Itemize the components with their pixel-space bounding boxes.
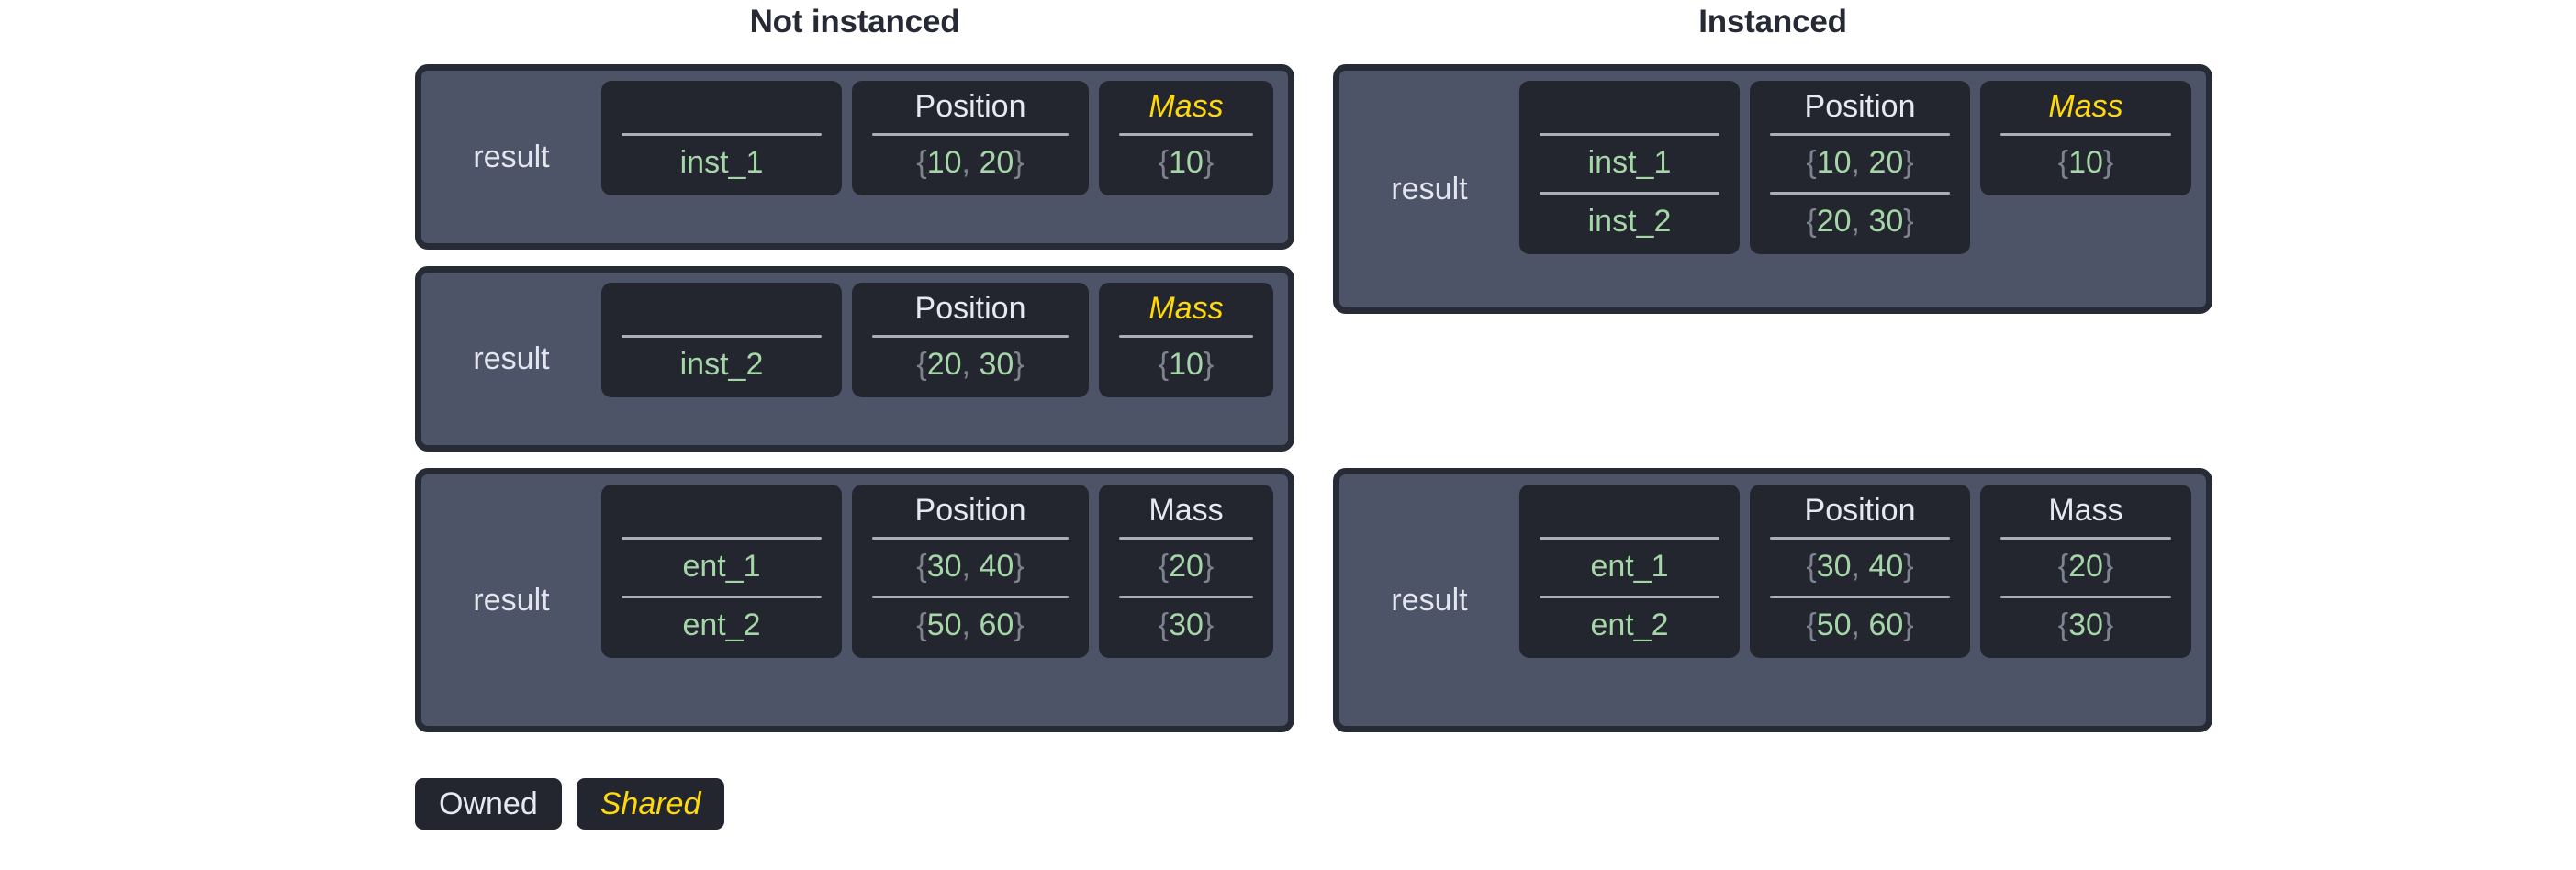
row-separator [2000,596,2171,598]
column-header: Mass [1148,291,1224,326]
cell-value: inst_1 [1587,145,1672,180]
column-header: Mass [1148,89,1224,124]
legend-chip-owned: Owned [415,778,562,830]
row-separator [2000,537,2171,540]
row-separator [1770,537,1950,540]
entity-name-column: inst_2 [601,283,842,397]
mass-column: Mass {20} {30} [1980,485,2191,658]
cell-value: {30, 40} [916,549,1025,584]
cell-value: ent_1 [1590,549,1669,584]
columns-group: inst_1 Position {10, 20} Mass {10} [601,71,1283,243]
row-separator [1119,596,1253,598]
cell-value: ent_2 [682,608,761,642]
cell-value: {10} [1158,347,1215,382]
column-header: Position [1804,493,1916,528]
cell-value: {20} [1158,549,1215,584]
entity-name-column: inst_1 inst_2 [1519,81,1740,254]
entity-name-column: ent_1 ent_2 [1519,485,1740,658]
row-separator [622,596,822,598]
cell-value: inst_1 [679,145,764,180]
legend: Owned Shared [415,778,725,830]
cell-value: {30, 40} [1806,549,1914,584]
result-table: result inst_1 inst_2 Position {10, 20} {20, … [1333,64,2212,314]
column-title-instanced: Instanced [1698,3,1847,39]
row-separator [1770,596,1950,598]
row-separator [1540,133,1719,136]
column-header: Position [914,291,1026,326]
cell-value: {50, 60} [916,608,1025,642]
columns-group: inst_1 inst_2 Position {10, 20} {20, 30} Mass… [1519,71,2201,307]
table-label: result [1391,582,1468,618]
columns-group: inst_2 Position {20, 30} Mass {10} [601,273,1283,445]
table-label: result [473,582,550,618]
cell-value: {30} [1158,608,1215,642]
column-header: Mass [1148,493,1224,528]
result-table: result ent_1 ent_2 Position {30, 40} {50, 60… [1333,468,2212,732]
row-separator [622,335,822,338]
column-title-not-instanced: Not instanced [749,3,960,39]
mass-column: Mass {10} [1099,81,1273,195]
column-header: Mass [2048,89,2123,124]
entity-name-column: inst_1 [601,81,842,195]
column-header: Position [914,493,1026,528]
row-separator [1119,537,1253,540]
cell-value: {20, 30} [1806,204,1914,239]
row-separator [1540,537,1719,540]
row-separator [622,133,822,136]
table-label: result [1391,171,1468,206]
position-column: Position {10, 20} [852,81,1089,195]
column-header: Mass [2048,493,2123,528]
table-label: result [473,340,550,376]
cell-value: {30} [2057,608,2114,642]
cell-value: ent_2 [1590,608,1669,642]
position-column: Position {30, 40} {50, 60} [852,485,1089,658]
result-table: result inst_1 Position {10, 20} Mass {10} [415,64,1294,250]
row-separator [1770,192,1950,195]
result-table: result ent_1 ent_2 Position {30, 40} {50, 60… [415,468,1294,732]
row-separator [622,537,822,540]
cell-value: ent_1 [682,549,761,584]
column-header: Position [1804,89,1916,124]
column-header [618,86,825,128]
cell-value: {10} [2057,145,2114,180]
cell-value: {10, 20} [916,145,1025,180]
column-header [1536,490,1723,531]
position-column: Position {10, 20} {20, 30} [1750,81,1970,254]
row-separator [1540,596,1719,598]
mass-column: Mass {10} [1980,81,2191,195]
row-separator [2000,133,2171,136]
row-separator [1770,133,1950,136]
row-separator [1540,192,1719,195]
row-separator [872,596,1069,598]
cell-value: {20, 30} [916,347,1025,382]
cell-value: {10} [1158,145,1215,180]
cell-value: {20} [2057,549,2114,584]
row-separator [1119,335,1253,338]
cell-value: {50, 60} [1806,608,1914,642]
position-column: Position {20, 30} [852,283,1089,397]
column-not-instanced: Not instanced [415,0,1294,42]
mass-column: Mass {10} [1099,283,1273,397]
legend-chip-shared: Shared [576,778,725,830]
row-separator [872,133,1069,136]
row-separator [872,537,1069,540]
column-header [618,490,825,531]
columns-group: ent_1 ent_2 Position {30, 40} {50, 60} Mass {2… [601,474,1283,726]
column-header: Position [914,89,1026,124]
mass-column: Mass {20} {30} [1099,485,1273,658]
column-header [1536,86,1723,128]
row-separator [872,335,1069,338]
cell-value: inst_2 [679,347,764,382]
column-header [618,288,825,329]
entity-name-column: ent_1 ent_2 [601,485,842,658]
result-table: result inst_2 Position {20, 30} Mass {10} [415,266,1294,452]
table-label: result [473,139,550,174]
columns-group: ent_1 ent_2 Position {30, 40} {50, 60} Mass {2… [1519,474,2201,726]
row-separator [1119,133,1253,136]
position-column: Position {30, 40} {50, 60} [1750,485,1970,658]
cell-value: inst_2 [1587,204,1672,239]
cell-value: {10, 20} [1806,145,1914,180]
column-instanced: Instanced [1333,0,2212,42]
